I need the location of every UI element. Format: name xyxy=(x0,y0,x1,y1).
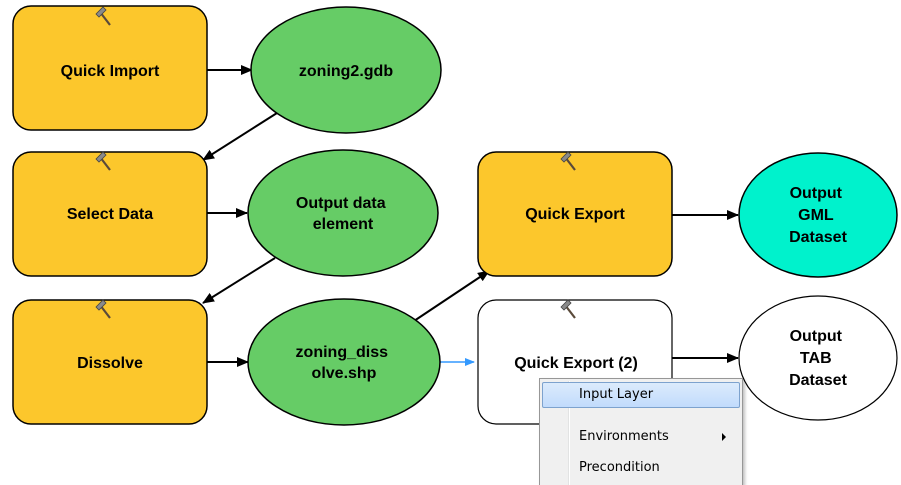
menu-item-input-layer[interactable]: Input Layer xyxy=(542,382,740,408)
data-label-line: Dataset xyxy=(789,372,847,389)
connector-output-to-dissolve xyxy=(202,257,276,304)
data-label: zoning2.gdb xyxy=(299,63,393,80)
connectors xyxy=(202,65,739,367)
connector-zoningdiss-to-export xyxy=(410,270,490,324)
tool-label: Quick Export (2) xyxy=(514,355,638,372)
data-label-line: zoning_diss xyxy=(296,344,389,361)
connector-zoning2-to-select xyxy=(202,112,278,161)
tool-dissolve[interactable]: Dissolve xyxy=(12,298,208,425)
data-output-gml-dataset[interactable]: Output GML Dataset xyxy=(738,152,898,278)
menu-item-precondition[interactable]: Precondition xyxy=(542,455,740,481)
data-label-line: Output data xyxy=(296,195,386,212)
data-label-line: TAB xyxy=(800,350,832,367)
data-label-line: element xyxy=(313,216,374,233)
data-label-line: olve.shp xyxy=(312,365,377,382)
menu-item-label: Environments xyxy=(579,429,669,444)
data-zoning-dissolve-shp[interactable]: zoning_diss olve.shp xyxy=(247,298,441,426)
tool-label: Select Data xyxy=(67,206,153,223)
menu-item-label: Precondition xyxy=(579,460,660,475)
context-menu: Input Layer Environments Precondition xyxy=(539,378,743,485)
menu-item-environments[interactable]: Environments xyxy=(542,424,740,450)
data-output-data-element[interactable]: Output data element xyxy=(247,149,439,277)
data-label: zoning_diss olve.shp xyxy=(296,344,393,382)
tool-select-data[interactable]: Select Data xyxy=(12,150,208,277)
data-label-line: Output xyxy=(790,328,843,345)
submenu-arrow-icon xyxy=(722,433,726,441)
data-label-line: Dataset xyxy=(789,229,847,246)
tool-quick-export[interactable]: Quick Export xyxy=(477,150,673,277)
menu-gutter xyxy=(568,381,570,485)
data-label-line: Output xyxy=(790,185,843,202)
menu-item-label: Input Layer xyxy=(579,387,654,402)
tool-label: Quick Export xyxy=(525,206,625,223)
tool-label: Quick Import xyxy=(61,63,160,80)
tool-quick-import[interactable]: Quick Import xyxy=(12,5,208,131)
data-label: Output data element xyxy=(296,195,390,233)
data-label: Output TAB Dataset xyxy=(789,328,847,389)
tool-label: Dissolve xyxy=(77,355,143,372)
data-label-line: GML xyxy=(798,207,834,224)
data-zoning2-gdb[interactable]: zoning2.gdb xyxy=(250,6,442,134)
data-label: Output GML Dataset xyxy=(789,185,847,246)
data-output-tab-dataset[interactable]: Output TAB Dataset xyxy=(738,295,898,421)
